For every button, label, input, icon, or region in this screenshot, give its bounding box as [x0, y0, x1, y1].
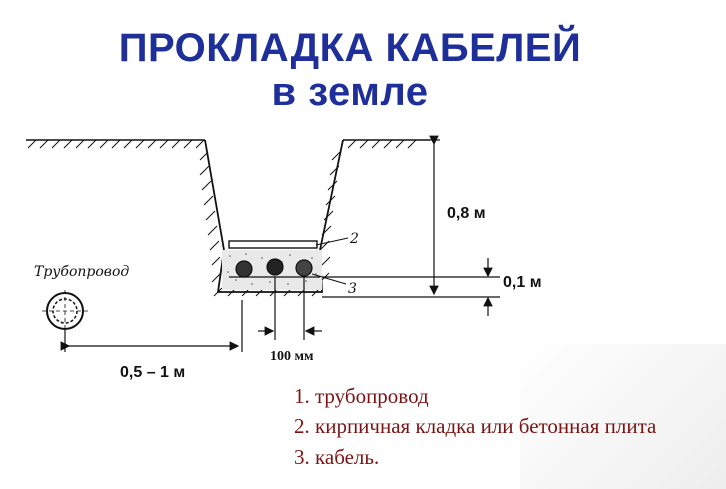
legend-item-cable: 3. кабель. [294, 445, 380, 469]
legend-item-pipeline: 1. трубопровод [294, 384, 429, 408]
depth-dimension [322, 135, 500, 298]
marker-3-label: 3 [348, 281, 357, 297]
pipeline [42, 290, 88, 332]
distance-dimension [60, 300, 243, 352]
pipeline-label: Трубопровод [34, 264, 129, 280]
watermark [520, 344, 726, 489]
cable-center [266, 258, 284, 276]
cable-group [235, 258, 313, 278]
depth-label: 0,8 м [447, 205, 486, 222]
title-line-1: ПРОКЛАДКА КАБЕЛЕЙ [118, 26, 582, 70]
marker-2-label: 2 [349, 231, 359, 247]
legend-item-slab: 2. кирпичная кладка или бетонная плита [294, 414, 657, 438]
title-line-2: в земле [271, 70, 429, 114]
sand-dots [227, 253, 317, 285]
cable-left [235, 260, 253, 278]
distance-label: 0,5 – 1 м [120, 364, 185, 381]
spacing-label: 100 мм [270, 349, 314, 364]
cable-right [295, 259, 313, 277]
marker-leaders [311, 237, 349, 285]
spacing-dimension [258, 277, 322, 340]
protective-slab [228, 240, 318, 249]
layer-label: 0,1 м [503, 274, 542, 291]
